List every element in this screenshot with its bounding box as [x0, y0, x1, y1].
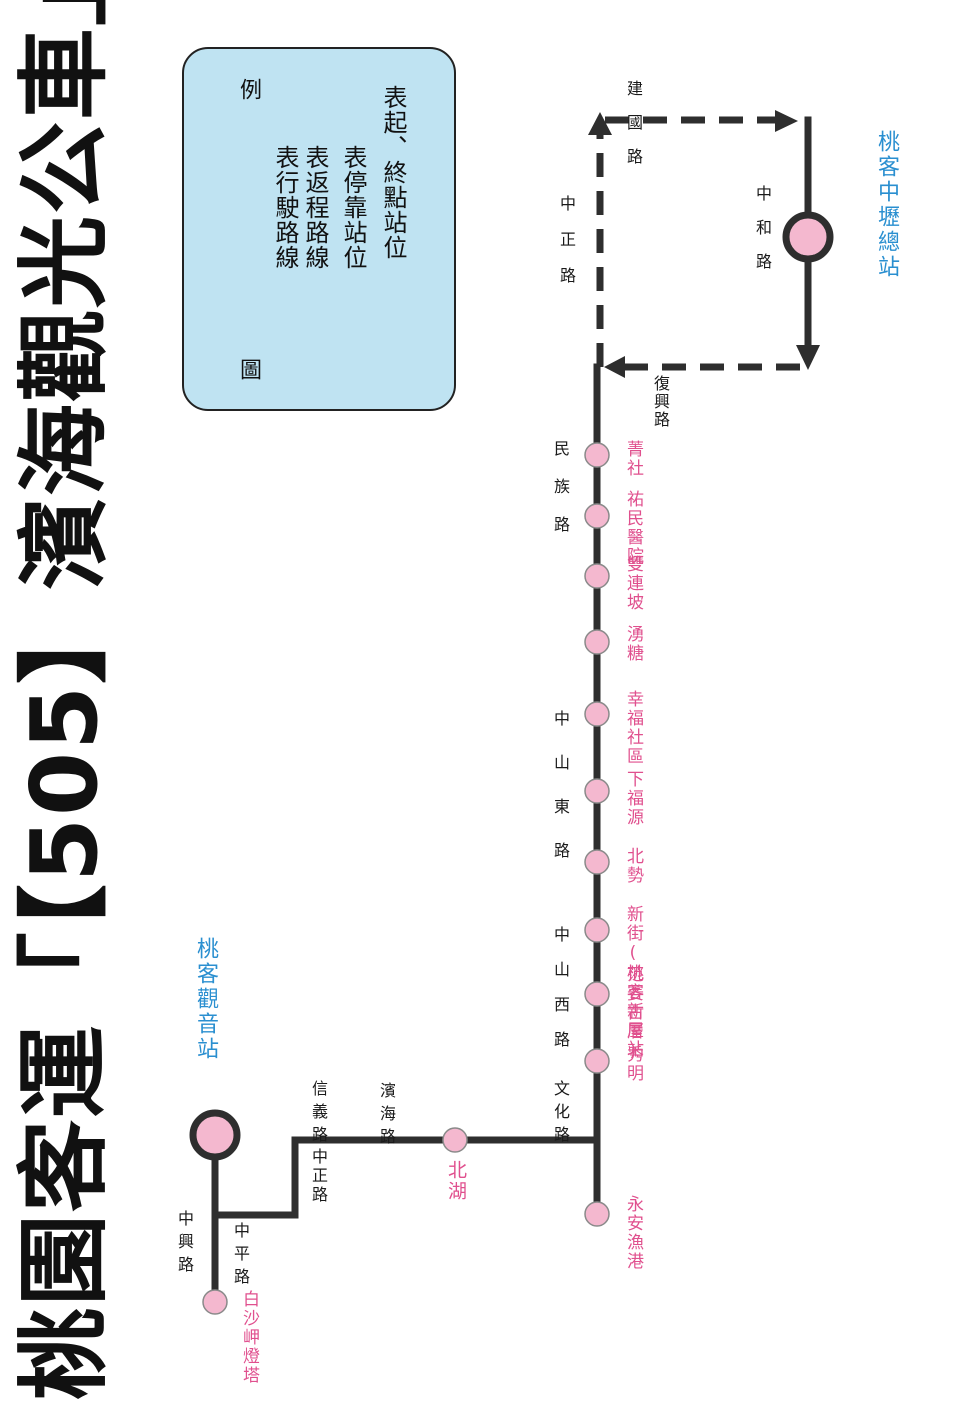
stop-dot-beishi — [584, 849, 610, 875]
stop-label-xiangtang: 湧糖 — [623, 625, 643, 663]
terminal-dot-guanyin — [189, 1109, 241, 1161]
arrow-left-bottom — [604, 356, 625, 378]
road-label-yanping: 復興路 — [651, 375, 670, 429]
road-label-jianguo: 建國路 — [624, 80, 643, 182]
legend-item-terminal: 表起、終點站位 — [379, 85, 407, 260]
stop-dot-baishajia — [202, 1289, 228, 1315]
arrow-up-north — [588, 112, 612, 135]
road-label-zhongshan-east: 中山東路 — [551, 710, 570, 886]
route-west-spur — [211, 1131, 601, 1304]
road-label-zhonghe: 中和路 — [753, 185, 772, 287]
road-label-zhongzheng-east: 中正路 — [557, 195, 576, 303]
stop-dot-shuanglian — [584, 563, 610, 589]
road-label-wenhua: 文化路 — [551, 1080, 570, 1149]
stop-label-hospital: 祐民醫院 — [623, 490, 643, 566]
terminal-label-guanyin: 桃客觀音站 — [193, 937, 218, 1062]
stop-label-xinwu: 桃客新屋站 — [623, 964, 643, 1059]
terminal-dot-zhongli — [782, 211, 834, 263]
stop-dot-xinwu — [584, 981, 610, 1007]
legend-panel — [182, 47, 456, 411]
route-dashed — [596, 116, 800, 371]
stop-label-beishi: 北勢 — [623, 847, 643, 885]
terminal-dots — [189, 211, 834, 1161]
stop-label-xiafu: 下福源 — [623, 770, 643, 827]
stop-label-market: 菁社 — [623, 440, 643, 478]
stop-dot-hospital — [584, 503, 610, 529]
stop-dot-xiafu — [584, 778, 610, 804]
terminal-label-zhongli: 桃客中壢總站 — [874, 130, 899, 280]
stop-dot-xiangtang — [584, 629, 610, 655]
stop-label-beihu: 北湖 — [445, 1160, 467, 1202]
legend-item-dashed: 表返程路線 — [301, 145, 329, 270]
legend-item-solid: 表行駛路線 — [271, 145, 299, 270]
legend-item-stop: 表停靠站位 — [339, 145, 367, 270]
stop-dot-yongan — [584, 1201, 610, 1227]
arrow-right-top — [775, 110, 798, 132]
road-label-xinyi: 信義路 — [309, 1080, 328, 1149]
legend-heading-bottom: 例 — [236, 78, 261, 101]
stop-label-xinjie: 新街(范姜古厝) — [623, 905, 643, 1063]
stop-dot-xiushui — [584, 1048, 610, 1074]
road-label-zhongjie: 中興路 — [175, 1210, 194, 1279]
stop-label-xingfu: 幸福社區 — [623, 690, 643, 766]
legend-heading-top: 圖 — [236, 358, 261, 381]
stop-label-yongan: 永安漁港 — [623, 1195, 643, 1271]
stop-dot-xingfu — [584, 701, 610, 727]
road-label-zhongzheng-west: 中正路 — [309, 1148, 328, 1205]
road-label-binhai: 濱海路 — [377, 1082, 396, 1151]
stop-label-baishajia: 白沙岬燈塔 — [239, 1290, 259, 1385]
route-arrows — [588, 110, 820, 378]
stop-label-xiushui: 秀明 — [623, 1045, 643, 1083]
arrow-down-zhongli — [796, 345, 820, 370]
road-label-minzu: 民族路 — [551, 440, 570, 554]
stop-label-shuanglian: 雙連坡 — [623, 555, 643, 612]
stop-dot-market — [584, 442, 610, 468]
stop-dots — [202, 442, 610, 1315]
stop-dot-beihu — [442, 1127, 468, 1153]
stop-dot-xinjie — [584, 917, 610, 943]
road-label-zhongshan-west: 中山西路 — [551, 926, 570, 1066]
road-label-zhongfeng: 中平路 — [231, 1222, 250, 1291]
